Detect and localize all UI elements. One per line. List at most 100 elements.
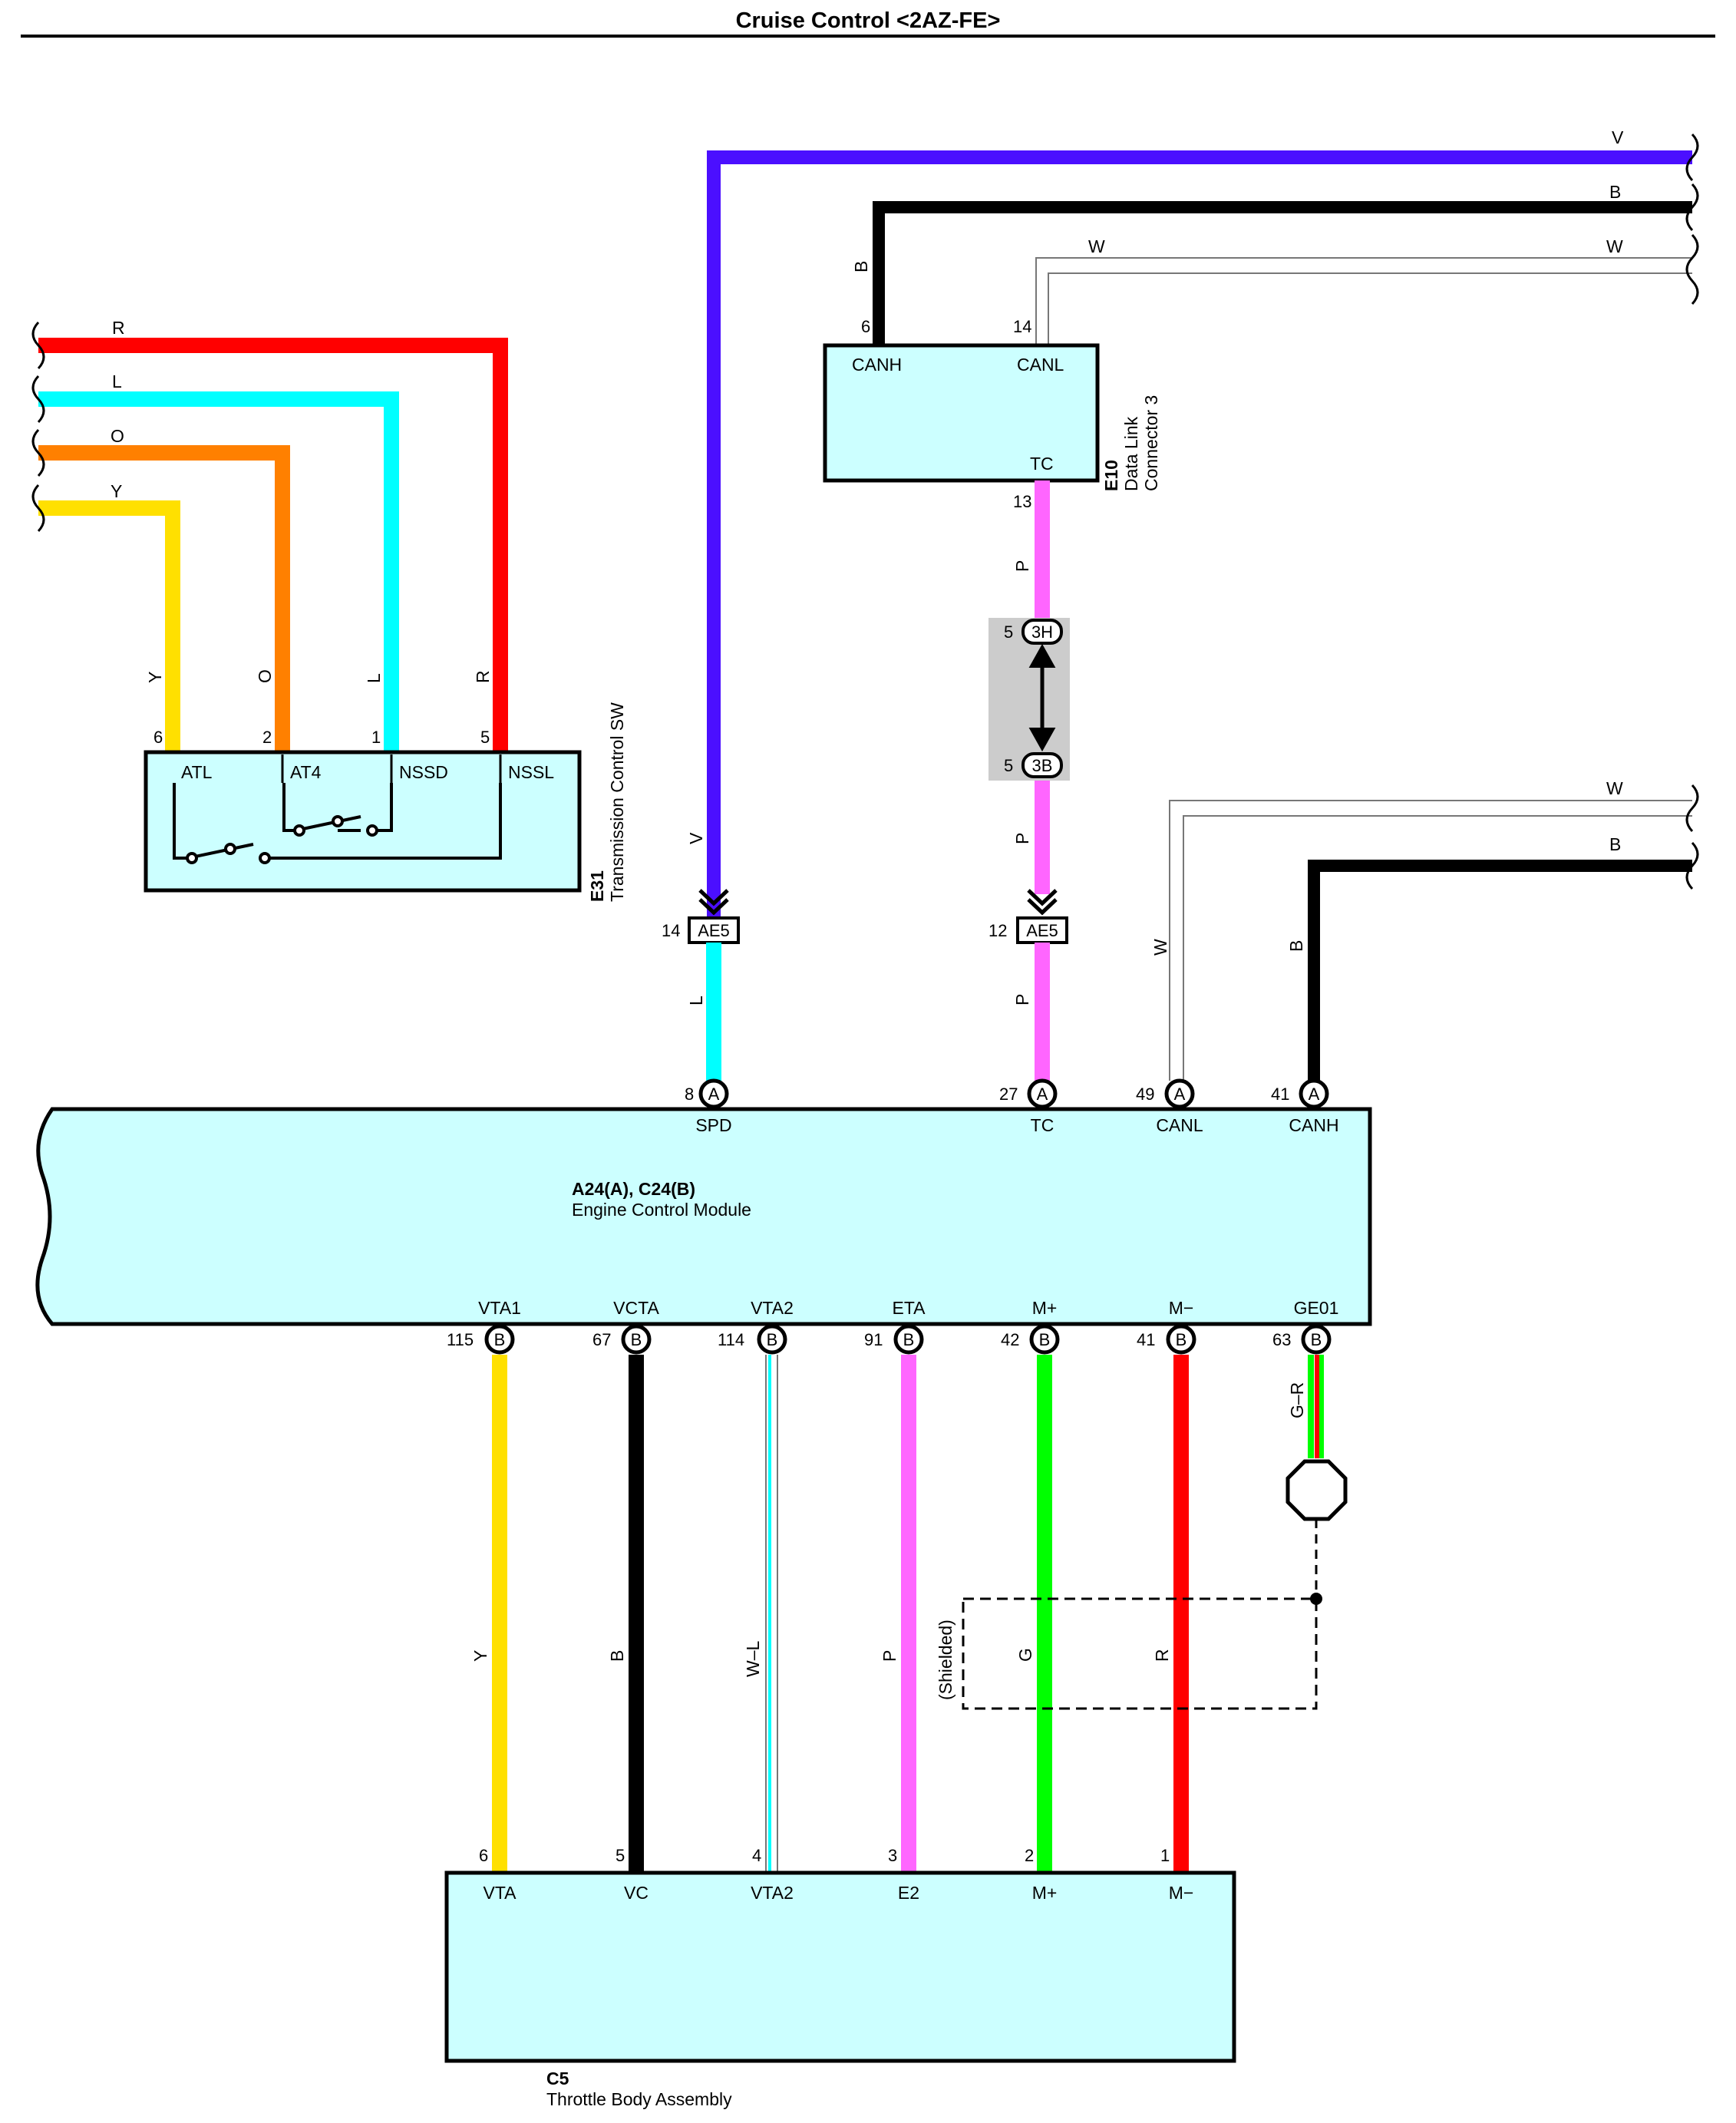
wire-y [38, 500, 180, 752]
wire-label-mid-w: W [1606, 778, 1623, 798]
ecm-conn-vcta: B [631, 1330, 642, 1349]
e10-term-canh: CANH [852, 355, 902, 375]
ecm-conn-vta2: B [767, 1330, 778, 1349]
wire-r [38, 338, 508, 752]
wire-label-thr-g: G [1015, 1648, 1035, 1662]
tc-wire-group: 13 P 3H 5 3B 5 P AE5 12 P [988, 480, 1070, 1081]
wire-label-left-r: R [112, 318, 125, 338]
wire-label-left-o: O [111, 426, 124, 446]
e31-pin-at4: 2 [262, 728, 272, 747]
junction-3h [1021, 619, 1063, 645]
c5-throttle-body: 6 5 4 3 2 1 VTA VC VTA2 E2 M+ M− C5 Thro… [444, 1846, 1236, 2109]
ecm-term-vcta: VCTA [613, 1298, 659, 1318]
e31-pin-nssd: 1 [371, 728, 381, 747]
ecm-term-canl: CANL [1156, 1115, 1203, 1135]
wire-label-thr-p: P [880, 1650, 899, 1662]
ecm-pin-mminus: 41 [1137, 1330, 1155, 1349]
e10-pin-canl: 14 [1013, 317, 1031, 336]
shield-node [1310, 1593, 1322, 1605]
ecm-conn-canl: A [1174, 1085, 1186, 1104]
c5-term-vta2: VTA2 [751, 1883, 794, 1903]
junction-3b-code: 3B [1032, 756, 1053, 775]
ecm-conn-ge01: B [1311, 1330, 1322, 1349]
c5-term-e2: E2 [898, 1883, 919, 1903]
ecm-term-vta1: VTA1 [478, 1298, 521, 1318]
e10-term-canl: CANL [1017, 355, 1064, 375]
junction-3b-pin: 5 [1004, 756, 1013, 775]
e10-pin-tc: 13 [1013, 492, 1031, 511]
c5-term-vta: VTA [483, 1883, 517, 1903]
c5-pin-mplus: 2 [1025, 1846, 1034, 1865]
wire-label-tc-p3: P [1012, 994, 1032, 1005]
shield-label: (Shielded) [936, 1619, 955, 1700]
c5-term-mminus: M− [1169, 1883, 1194, 1903]
wire-label-mid-b: B [1609, 834, 1621, 854]
c5-pin-mminus: 1 [1160, 1846, 1170, 1865]
wire-label-left-l: L [112, 371, 122, 391]
wire-label-tc-p2: P [1012, 833, 1032, 844]
junction-3h-code: 3H [1031, 622, 1053, 642]
wire-label-left-y: Y [111, 481, 122, 501]
c5-term-vc: VC [624, 1883, 649, 1903]
mid-right-wire-group: W B W B [1150, 778, 1692, 1081]
e10-term-tc: TC [1030, 454, 1054, 474]
junction-arrow-down [1028, 728, 1056, 752]
ecm-term-tc: TC [1031, 1115, 1054, 1135]
ecm-conn-spd: A [708, 1085, 720, 1104]
wire-label-thr-y: Y [470, 1650, 490, 1662]
wire-label-b: B [1609, 182, 1621, 202]
e10-code: E10 [1101, 460, 1121, 491]
ae5-12-chevron-1 [1027, 889, 1058, 906]
ecm-term-eta: ETA [892, 1298, 926, 1318]
wire-w-e10-canl-2 [1048, 272, 1692, 345]
spd-wire-group: V AE5 14 L [662, 832, 740, 1081]
wire-label-spd-l: L [686, 995, 706, 1005]
c5-name: Throttle Body Assembly [546, 2089, 732, 2109]
ecm-pin-eta: 91 [864, 1330, 883, 1349]
ae5-14-code: AE5 [698, 921, 730, 940]
shield-box [962, 1597, 1318, 1710]
wire-label-e10-b: B [851, 261, 871, 272]
wire-w-canl-2 [1183, 815, 1692, 1081]
e31-switch: 6 2 1 5 ATL AT4 NSSD NSSL E31 Transmissi… [144, 702, 627, 902]
ecm-code: A24(A), C24(B) [572, 1179, 695, 1199]
wire-b-e10-canh [873, 201, 1692, 345]
ecm-box [35, 1107, 1372, 1326]
ae5-14-pin: 14 [662, 921, 680, 940]
e10-name-2: Connector 3 [1141, 395, 1161, 491]
ecm-pin-mplus: 42 [1001, 1330, 1019, 1349]
e31-pin-atl: 6 [153, 728, 163, 747]
wire-label-ge01: G–R [1287, 1382, 1307, 1418]
c5-box [444, 1870, 1236, 2063]
wire-label-spd-v: V [686, 832, 706, 844]
ecm: A24(A), C24(B) Engine Control Module A 8… [35, 1078, 1372, 1326]
e10-connector: 6 14 CANH CANL TC B E10 Data Link Connec… [823, 261, 1161, 491]
wire-label-e31-o: O [255, 669, 275, 683]
e31-term-at4: AT4 [290, 762, 322, 782]
e31-pin-nssl: 5 [480, 728, 490, 747]
junction-3h-pin: 5 [1004, 622, 1013, 642]
diagram-title: Cruise Control <2AZ-FE> [736, 8, 1001, 33]
e10-name-1: Data Link [1121, 416, 1141, 491]
wire-w-canl-1 [1169, 800, 1692, 1081]
ecm-conn-mplus: B [1039, 1330, 1051, 1349]
ecm-pin-vcta: 67 [592, 1330, 611, 1349]
ecm-pin-vta1: 115 [447, 1330, 474, 1349]
throttle-wire-group: Y B W–L P G R G–R [470, 1355, 1324, 1873]
ecm-conn-canh: A [1309, 1085, 1320, 1104]
e31-code: E31 [587, 870, 607, 902]
c5-code: C5 [546, 2069, 569, 2088]
wire-l [38, 391, 399, 752]
e10-box [823, 343, 1100, 483]
e31-name: Transmission Control SW [607, 702, 627, 902]
c5-pin-vta: 6 [479, 1846, 488, 1865]
ae5-14-chevron-2 [698, 898, 729, 916]
wire-label-thr-wl: W–L [743, 1641, 763, 1678]
ecm-pin-canl: 49 [1136, 1085, 1154, 1104]
wire-label-e31-l: L [364, 673, 384, 683]
wire-label-e31-r: R [473, 670, 493, 683]
wire-w-e10-canl-1 [1035, 257, 1692, 345]
ecm-pin-ge01: 63 [1272, 1330, 1291, 1349]
ae5-14-box [688, 916, 740, 944]
